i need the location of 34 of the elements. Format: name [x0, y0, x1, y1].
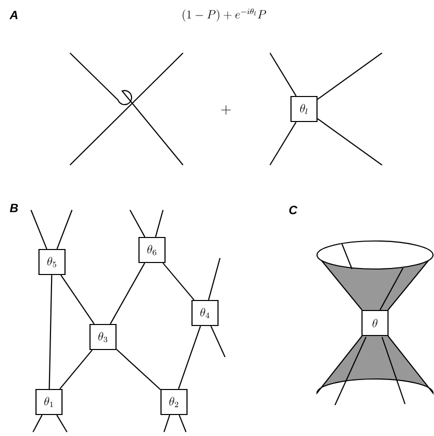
- line: [162, 262, 194, 300]
- line: [210, 326, 226, 358]
- parameter-box: $\theta_2$: [160, 388, 188, 416]
- line: [317, 52, 382, 100]
- line: [208, 258, 221, 300]
- line: [317, 118, 382, 166]
- line: [110, 262, 146, 324]
- line: [30, 210, 48, 250]
- line: [60, 274, 95, 324]
- line: [116, 349, 161, 390]
- line: [270, 122, 297, 166]
- line: [155, 210, 164, 238]
- line: [130, 210, 146, 238]
- line: [48, 275, 52, 389]
- panel-label: A: [9, 10, 18, 20]
- line: [32, 414, 43, 432]
- parameter-box: $\theta_4$: [191, 300, 219, 326]
- panel-label: B: [10, 204, 18, 212]
- line: [178, 326, 201, 390]
- line: [56, 414, 68, 432]
- line: [270, 52, 297, 96]
- panel-label: C: [289, 206, 298, 214]
- parameter-box: $\theta_6$: [138, 236, 166, 264]
- line: [178, 414, 187, 432]
- parameter-box: $\theta_5$: [38, 248, 66, 276]
- line: [56, 210, 73, 250]
- line: [59, 350, 93, 390]
- formula: $(1-P)+e^{-i\theta_l}P$: [182, 8, 266, 22]
- parameter-box: $\theta_3$: [89, 324, 117, 350]
- parameter-box: $\theta_1$: [35, 388, 63, 416]
- parameter-box: $\theta_l$: [290, 96, 318, 122]
- line: [163, 414, 170, 432]
- plus-sign: $+$: [221, 105, 231, 115]
- parameter-box: $\theta$: [361, 310, 389, 336]
